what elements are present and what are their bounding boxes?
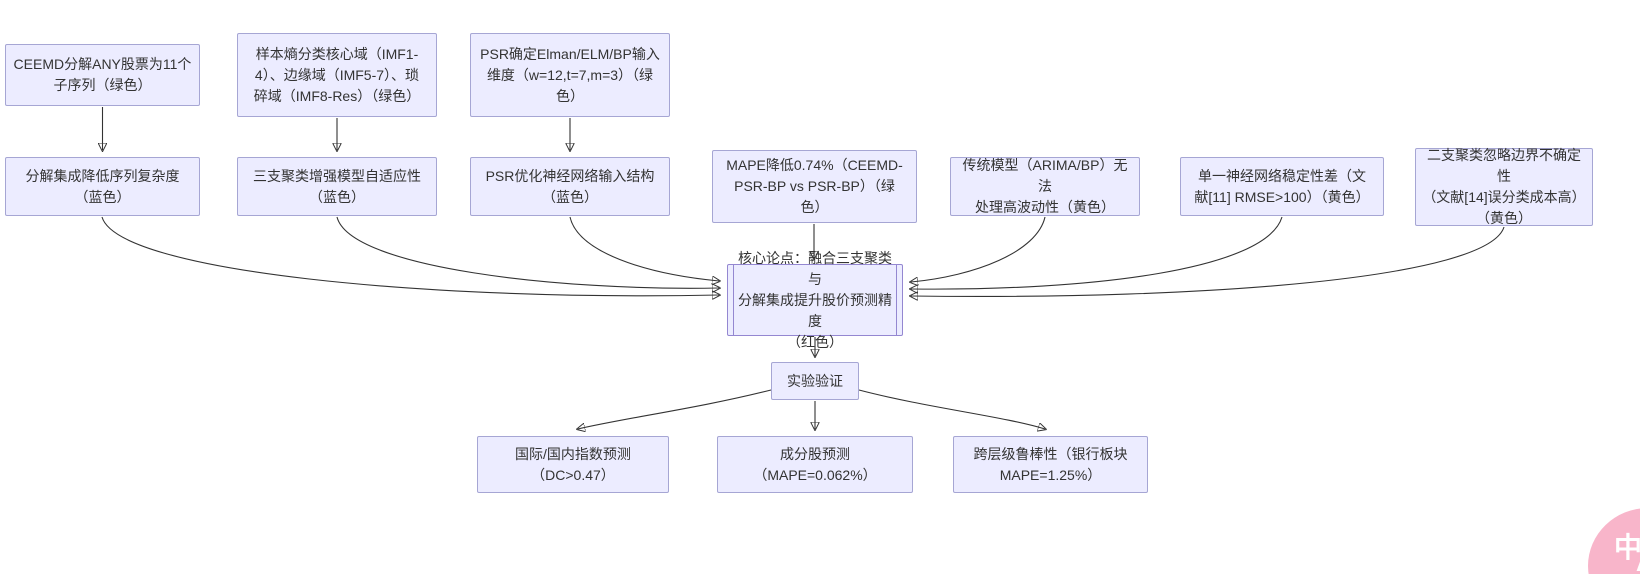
node-psr-optimization-benefit: PSR优化神经网络输入结构 （蓝色） [470,157,670,216]
node-decomposition-benefit: 分解集成降低序列复杂度 （蓝色） [5,157,200,216]
translate-widget-button[interactable]: 中 A [1588,508,1640,574]
node-cross-level-robustness: 跨层级鲁棒性（银行板块 MAPE=1.25%） [953,436,1148,493]
node-traditional-model-limit: 传统模型（ARIMA/BP）无法 处理高波动性（黄色） [950,157,1140,216]
node-index-prediction: 国际/国内指数预测 （DC>0.47） [477,436,669,493]
edge-traditional-core [911,216,1046,282]
edge-verify-index [578,389,772,429]
node-mape-improvement: MAPE降低0.74%（CEEMD- PSR-BP vs PSR-BP）（绿 色… [712,150,917,223]
node-psr-input-dimension: PSR确定Elman/ELM/BP输入 维度（w=12,t=7,m=3）（绿 色… [470,33,670,117]
edge-twoway-core [911,226,1505,296]
translate-en-icon: A [1636,552,1640,574]
node-experimental-verification: 实验验证 [771,362,859,400]
translate-zh-icon: 中 [1614,532,1640,563]
edge-verify-robust [858,389,1045,429]
node-two-way-clustering-limit: 二支聚类忽略边界不确定性 （文献[14]误分类成本高） （黄色） [1415,147,1593,226]
node-three-way-clustering-benefit: 三支聚类增强模型自适应性 （蓝色） [237,157,437,216]
node-component-stock-prediction: 成分股预测 （MAPE=0.062%） [717,436,913,493]
edge-singlenn-core [911,216,1283,289]
edge-decomp-core [101,216,719,296]
node-ceemd-decomposition: CEEMD分解ANY股票为11个 子序列（绿色） [5,44,200,106]
node-sample-entropy-domains: 样本熵分类核心域（IMF1- 4）、边缘域（IMF5-7）、琐 碎域（IMF8-… [237,33,437,117]
edge-psropt-core [569,216,719,281]
edge-threeway-core [336,216,719,288]
node-single-nn-instability: 单一神经网络稳定性差（文 献[11] RMSE>100）（黄色） [1180,157,1384,216]
node-core-thesis: 核心论点：融合三支聚类与 分解集成提升股价预测精度 （红色） [727,250,903,350]
